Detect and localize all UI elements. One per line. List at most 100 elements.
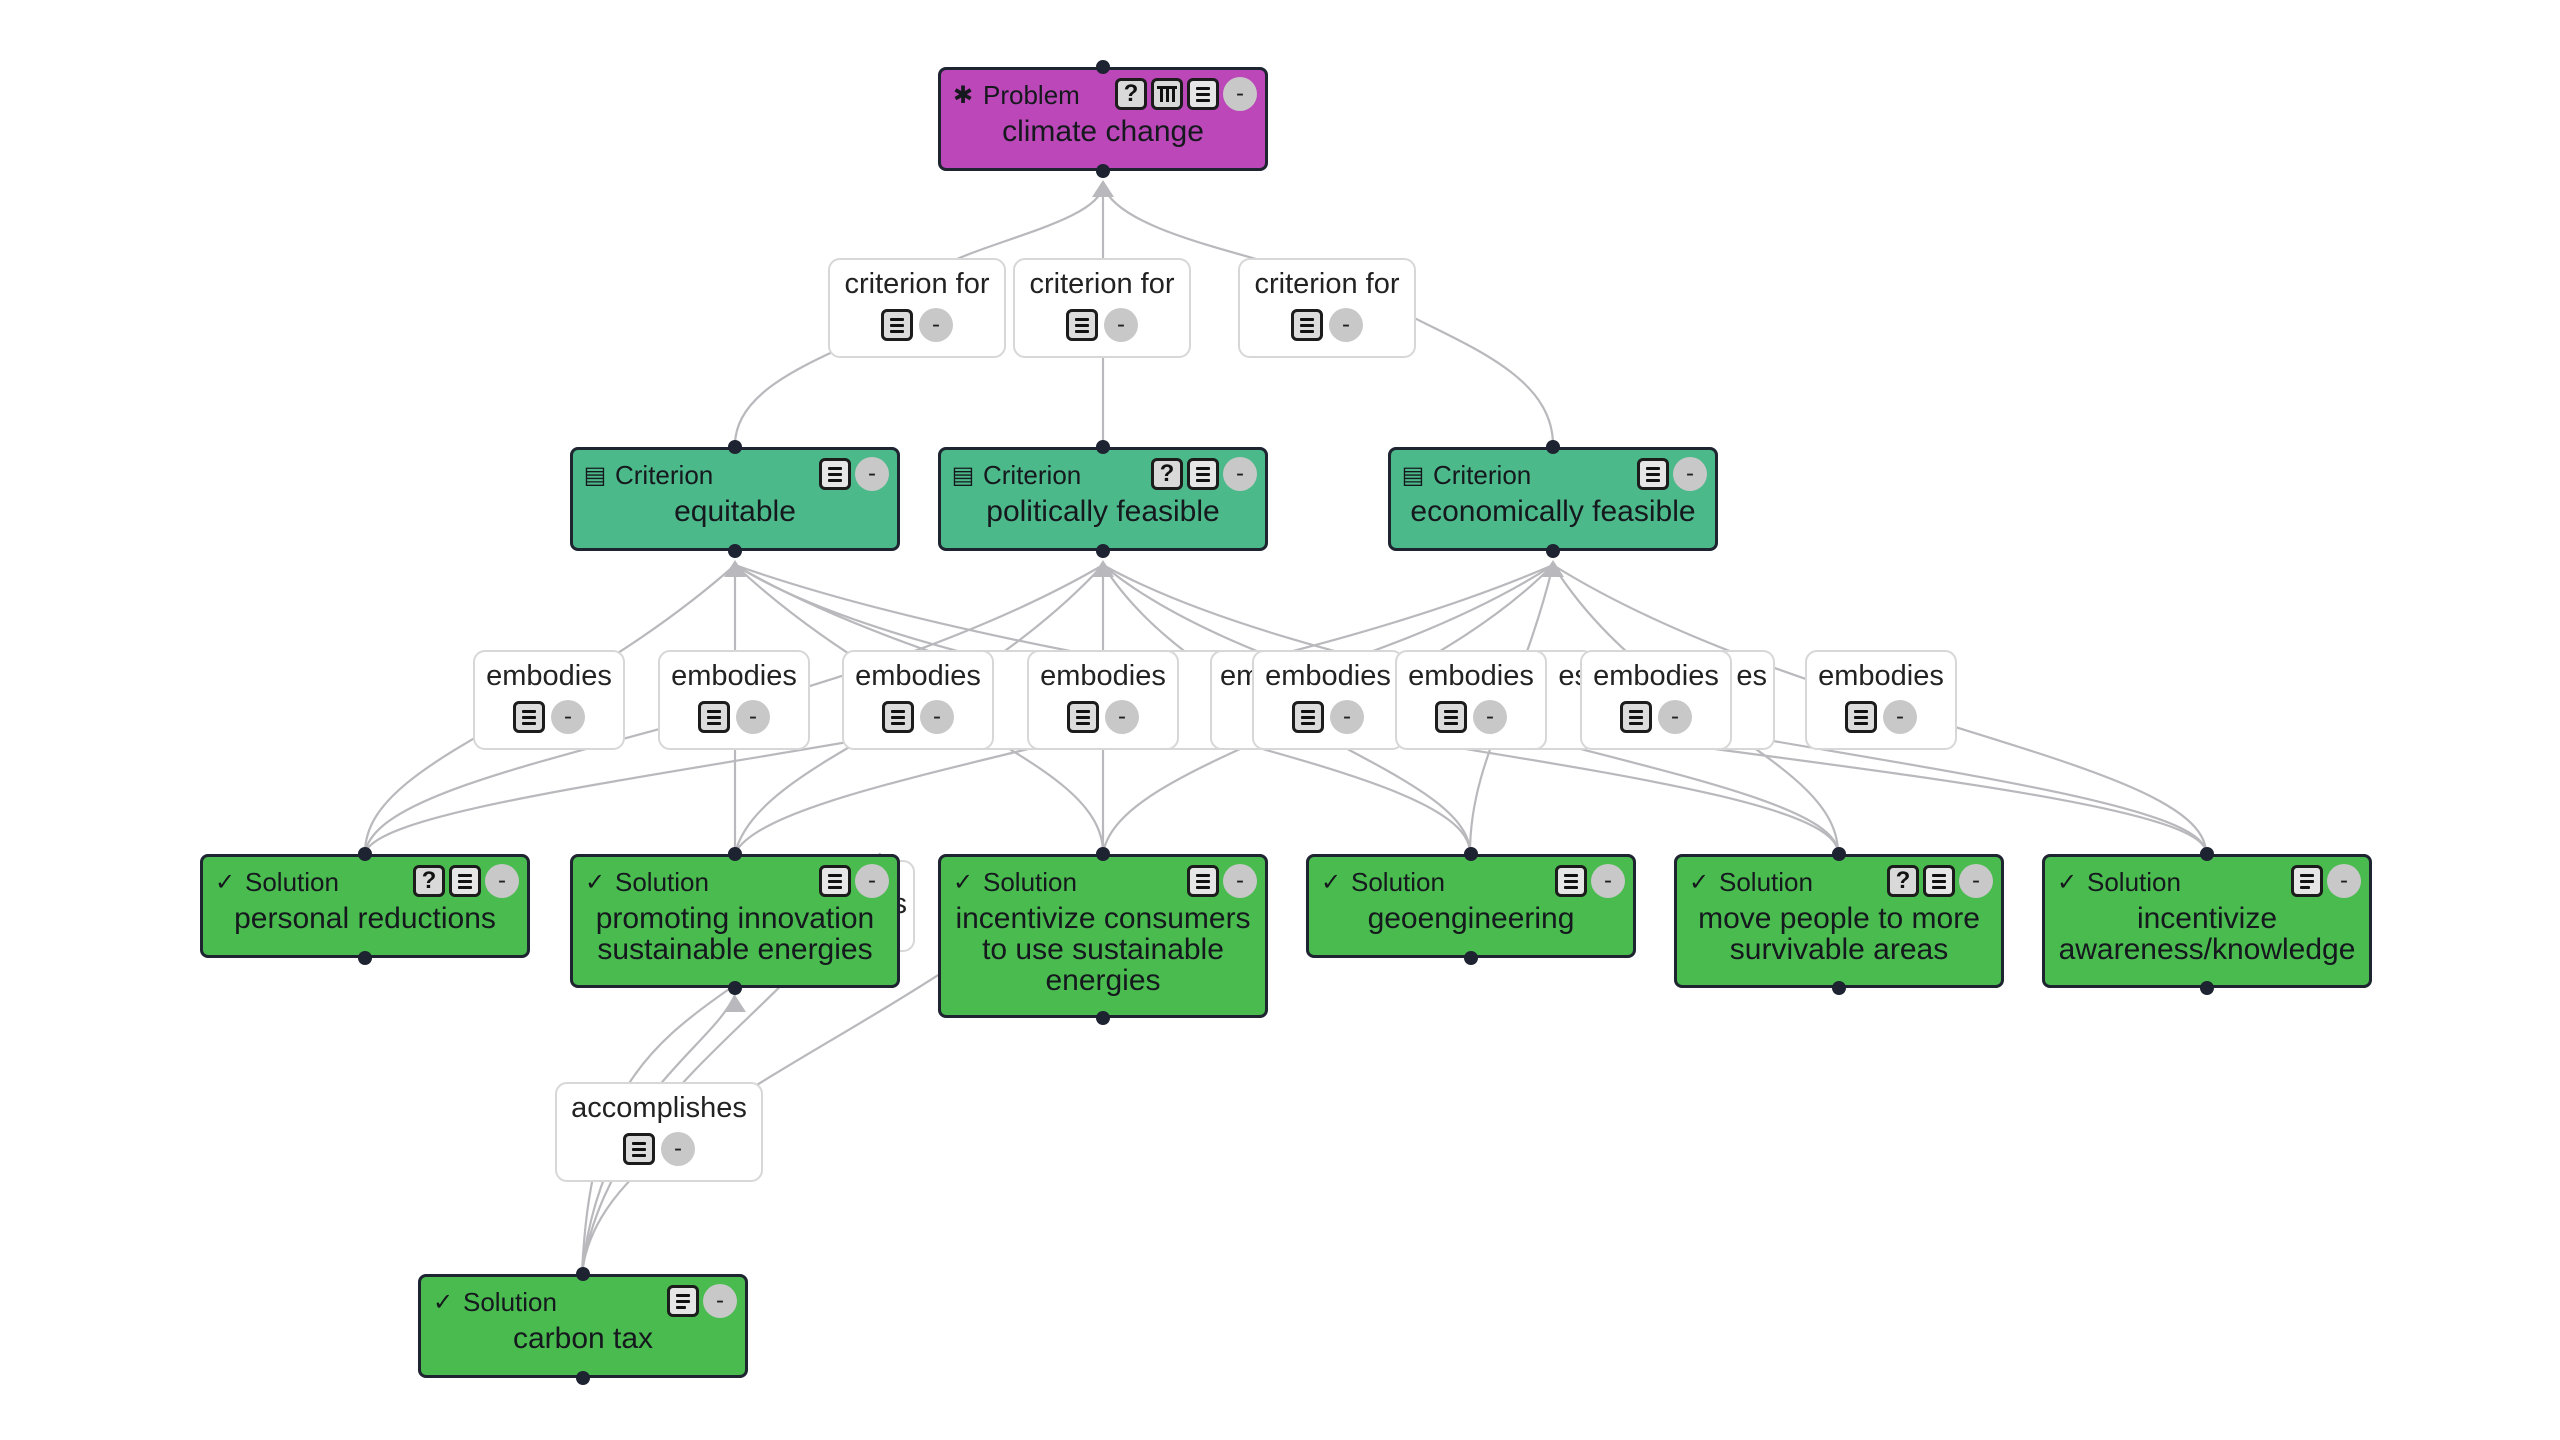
connection-handle[interactable]: [1832, 981, 1846, 995]
details-icon[interactable]: [623, 1133, 655, 1165]
collapse-button[interactable]: -: [1104, 308, 1138, 342]
connection-handle[interactable]: [728, 847, 742, 861]
connection-handle[interactable]: [1096, 440, 1110, 454]
connection-handle[interactable]: [1096, 847, 1110, 861]
details-icon[interactable]: [882, 701, 914, 733]
collapse-button[interactable]: -: [703, 1284, 737, 1318]
edge-label-accomplishes[interactable]: accomplishes -: [555, 1082, 763, 1182]
collapse-button[interactable]: -: [855, 864, 889, 898]
collapse-button[interactable]: -: [1883, 700, 1917, 734]
collapse-button[interactable]: -: [1959, 864, 1993, 898]
edge-label-embodies[interactable]: embodies -: [1805, 650, 1957, 750]
arrow-head: [724, 560, 746, 577]
collapse-button[interactable]: -: [661, 1132, 695, 1166]
collapse-button[interactable]: -: [1223, 77, 1257, 111]
connection-handle[interactable]: [1546, 544, 1560, 558]
details-icon[interactable]: [1620, 701, 1652, 733]
collapse-button[interactable]: -: [736, 700, 770, 734]
connection-handle[interactable]: [576, 1371, 590, 1385]
details-icon[interactable]: [1292, 701, 1324, 733]
solution-node-move-people[interactable]: ✓ Solution ? - move people to more survi…: [1674, 854, 2004, 988]
edge-label-embodies[interactable]: embodies -: [1027, 650, 1179, 750]
solution-node-promoting-innovation[interactable]: ✓ Solution - promoting innovation sustai…: [570, 854, 900, 988]
connection-handle[interactable]: [728, 981, 742, 995]
problem-node[interactable]: ✱ Problem ? - climate change: [938, 67, 1268, 171]
edge-actions: -: [1582, 700, 1730, 734]
details-icon[interactable]: [819, 458, 851, 490]
edge-actions: -: [1807, 700, 1955, 734]
details-icon[interactable]: [1291, 309, 1323, 341]
details-icon[interactable]: [881, 309, 913, 341]
collapse-button[interactable]: -: [1330, 700, 1364, 734]
table-icon[interactable]: [1151, 78, 1183, 110]
connection-handle[interactable]: [576, 1267, 590, 1281]
question-button[interactable]: ?: [1151, 458, 1183, 490]
details-icon[interactable]: [1187, 458, 1219, 490]
collapse-button[interactable]: -: [485, 864, 519, 898]
details-icon[interactable]: [2291, 865, 2323, 897]
connection-handle[interactable]: [1464, 847, 1478, 861]
edge-label-embodies[interactable]: embodies -: [842, 650, 994, 750]
criterion-node-politically-feasible[interactable]: ▤ Criterion ? - politically feasible: [938, 447, 1268, 551]
details-icon[interactable]: [819, 865, 851, 897]
question-button[interactable]: ?: [1115, 78, 1147, 110]
edge-label-embodies[interactable]: embodies -: [1395, 650, 1547, 750]
edge-label-embodies[interactable]: embodies -: [473, 650, 625, 750]
details-icon[interactable]: [1067, 701, 1099, 733]
connection-handle[interactable]: [2200, 847, 2214, 861]
solution-node-incentivize-awareness[interactable]: ✓ Solution - incentivize awareness/knowl…: [2042, 854, 2372, 988]
collapse-button[interactable]: -: [1673, 457, 1707, 491]
details-icon[interactable]: [1637, 458, 1669, 490]
collapse-button[interactable]: -: [1223, 864, 1257, 898]
solution-node-personal-reductions[interactable]: ✓ Solution ? - personal reductions: [200, 854, 530, 958]
connection-handle[interactable]: [1096, 164, 1110, 178]
connection-handle[interactable]: [728, 544, 742, 558]
collapse-button[interactable]: -: [1473, 700, 1507, 734]
edge-label-embodies[interactable]: embodies -: [1580, 650, 1732, 750]
connection-handle[interactable]: [2200, 981, 2214, 995]
connection-handle[interactable]: [1546, 440, 1560, 454]
edge-label-criterion-for[interactable]: criterion for -: [1013, 258, 1191, 358]
solution-node-incentivize-consumers[interactable]: ✓ Solution - incentivize consumers to us…: [938, 854, 1268, 1018]
collapse-button[interactable]: -: [2327, 864, 2361, 898]
connection-handle[interactable]: [1096, 60, 1110, 74]
collapse-button[interactable]: -: [1105, 700, 1139, 734]
collapse-button[interactable]: -: [1658, 700, 1692, 734]
details-icon[interactable]: [1187, 78, 1219, 110]
collapse-button[interactable]: -: [1329, 308, 1363, 342]
details-icon[interactable]: [1435, 701, 1467, 733]
details-icon[interactable]: [1845, 701, 1877, 733]
edge-label-embodies[interactable]: embodies -: [658, 650, 810, 750]
collapse-button[interactable]: -: [919, 308, 953, 342]
collapse-button[interactable]: -: [1591, 864, 1625, 898]
edge-label-criterion-for[interactable]: criterion for -: [828, 258, 1006, 358]
details-icon[interactable]: [698, 701, 730, 733]
collapse-button[interactable]: -: [1223, 457, 1257, 491]
edge-label-embodies[interactable]: embodies -: [1252, 650, 1404, 750]
connection-handle[interactable]: [1096, 1011, 1110, 1025]
details-icon[interactable]: [1555, 865, 1587, 897]
details-icon[interactable]: [1923, 865, 1955, 897]
criterion-node-equitable[interactable]: ▤ Criterion - equitable: [570, 447, 900, 551]
details-icon[interactable]: [1066, 309, 1098, 341]
details-icon[interactable]: [1187, 865, 1219, 897]
node-title: promoting innovation sustainable energie…: [595, 902, 875, 966]
connection-handle[interactable]: [1096, 544, 1110, 558]
details-icon[interactable]: [513, 701, 545, 733]
collapse-button[interactable]: -: [920, 700, 954, 734]
details-icon[interactable]: [667, 1285, 699, 1317]
connection-handle[interactable]: [358, 951, 372, 965]
collapse-button[interactable]: -: [551, 700, 585, 734]
criterion-node-economically-feasible[interactable]: ▤ Criterion - economically feasible: [1388, 447, 1718, 551]
question-button[interactable]: ?: [1887, 865, 1919, 897]
question-button[interactable]: ?: [413, 865, 445, 897]
connection-handle[interactable]: [1832, 847, 1846, 861]
connection-handle[interactable]: [358, 847, 372, 861]
connection-handle[interactable]: [1464, 951, 1478, 965]
solution-node-carbon-tax[interactable]: ✓ Solution - carbon tax: [418, 1274, 748, 1378]
edge-label-criterion-for[interactable]: criterion for -: [1238, 258, 1416, 358]
details-icon[interactable]: [449, 865, 481, 897]
connection-handle[interactable]: [728, 440, 742, 454]
collapse-button[interactable]: -: [855, 457, 889, 491]
solution-node-geoengineering[interactable]: ✓ Solution - geoengineering: [1306, 854, 1636, 958]
